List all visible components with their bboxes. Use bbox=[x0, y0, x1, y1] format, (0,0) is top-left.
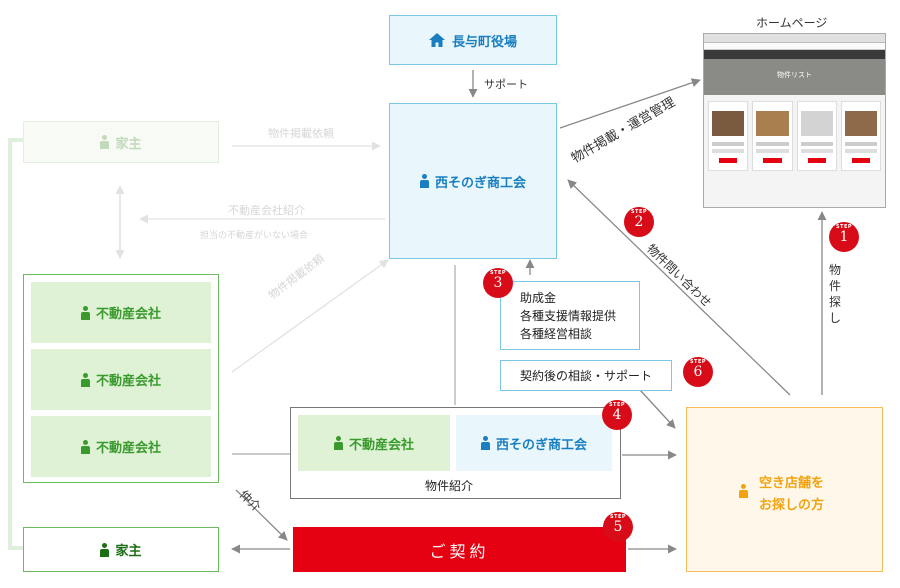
intro-shokokai-box: 西そのぎ商工会 bbox=[456, 415, 612, 471]
person-icon bbox=[739, 484, 748, 498]
person-icon bbox=[100, 542, 110, 557]
person-icon bbox=[333, 436, 343, 450]
search-label: 物件探し bbox=[829, 263, 842, 325]
town-office-box: 長与町役場 bbox=[389, 15, 557, 65]
person-icon bbox=[419, 174, 429, 188]
landlord-label: 家主 bbox=[115, 136, 142, 152]
after-contract-label: 契約後の相談・サポート bbox=[519, 369, 652, 383]
after-contract-box: 契約後の相談・サポート bbox=[500, 360, 672, 391]
seeker-line1: 空き店舗を bbox=[759, 476, 825, 491]
person-icon bbox=[80, 305, 90, 320]
landlord-box-faded: 家主 bbox=[23, 121, 219, 163]
realtor-box-3: 不動産会社 bbox=[31, 416, 211, 477]
realtor-intro-label: 不動産会社紹介 bbox=[228, 204, 305, 217]
house-icon bbox=[428, 33, 445, 47]
intro-realtor-label: 不動産会社 bbox=[348, 437, 414, 453]
landlord-box: 家主 bbox=[23, 527, 219, 572]
landlord-label: 家主 bbox=[115, 544, 142, 559]
intro-shokokai-label: 西そのぎ商工会 bbox=[495, 437, 587, 453]
support-box: 助成金 各種支援情報提供 各種経営相談 bbox=[500, 281, 640, 350]
realtor-label: 不動産会社 bbox=[95, 441, 161, 456]
intro-realtor-box: 不動産会社 bbox=[298, 415, 450, 471]
request-label: 物件掲載依頼 bbox=[268, 127, 334, 140]
realtor-box-1: 不動産会社 bbox=[31, 282, 211, 343]
person-icon bbox=[100, 135, 110, 149]
intro-group-box bbox=[290, 407, 621, 499]
person-icon bbox=[80, 439, 90, 454]
seeker-line2: お探しの方 bbox=[759, 498, 825, 513]
person-icon bbox=[480, 436, 490, 450]
homepage-banner: 物件リスト bbox=[777, 71, 812, 79]
support-line-info: 各種支援情報提供 bbox=[520, 309, 617, 323]
support-line-consult: 各種経営相談 bbox=[520, 327, 593, 341]
shokokai-label: 西そのぎ商工会 bbox=[434, 175, 526, 191]
seeker-box: 空き店舗を お探しの方 bbox=[686, 407, 883, 572]
homepage-title: ホームページ bbox=[756, 16, 828, 30]
intro-caption: 物件紹介 bbox=[425, 479, 474, 493]
realtor-label: 不動産会社 bbox=[95, 307, 161, 322]
person-icon bbox=[80, 372, 90, 387]
support-line-grant: 助成金 bbox=[520, 291, 557, 305]
contract-label: ご契約 bbox=[429, 541, 490, 561]
realtor-intro-note: 担当の不動産がいない場合 bbox=[200, 231, 309, 241]
shokokai-box: 西そのぎ商工会 bbox=[389, 103, 557, 259]
contract-box: ご契約 bbox=[293, 527, 626, 572]
homepage-screenshot: 物件リスト bbox=[703, 33, 886, 208]
realtor-box-2: 不動産会社 bbox=[31, 349, 211, 410]
realtor-label: 不動産会社 bbox=[95, 374, 161, 389]
support-label: サポート bbox=[484, 78, 528, 91]
realtor-group bbox=[23, 274, 219, 483]
town-office-label: 長与町役場 bbox=[451, 34, 517, 50]
